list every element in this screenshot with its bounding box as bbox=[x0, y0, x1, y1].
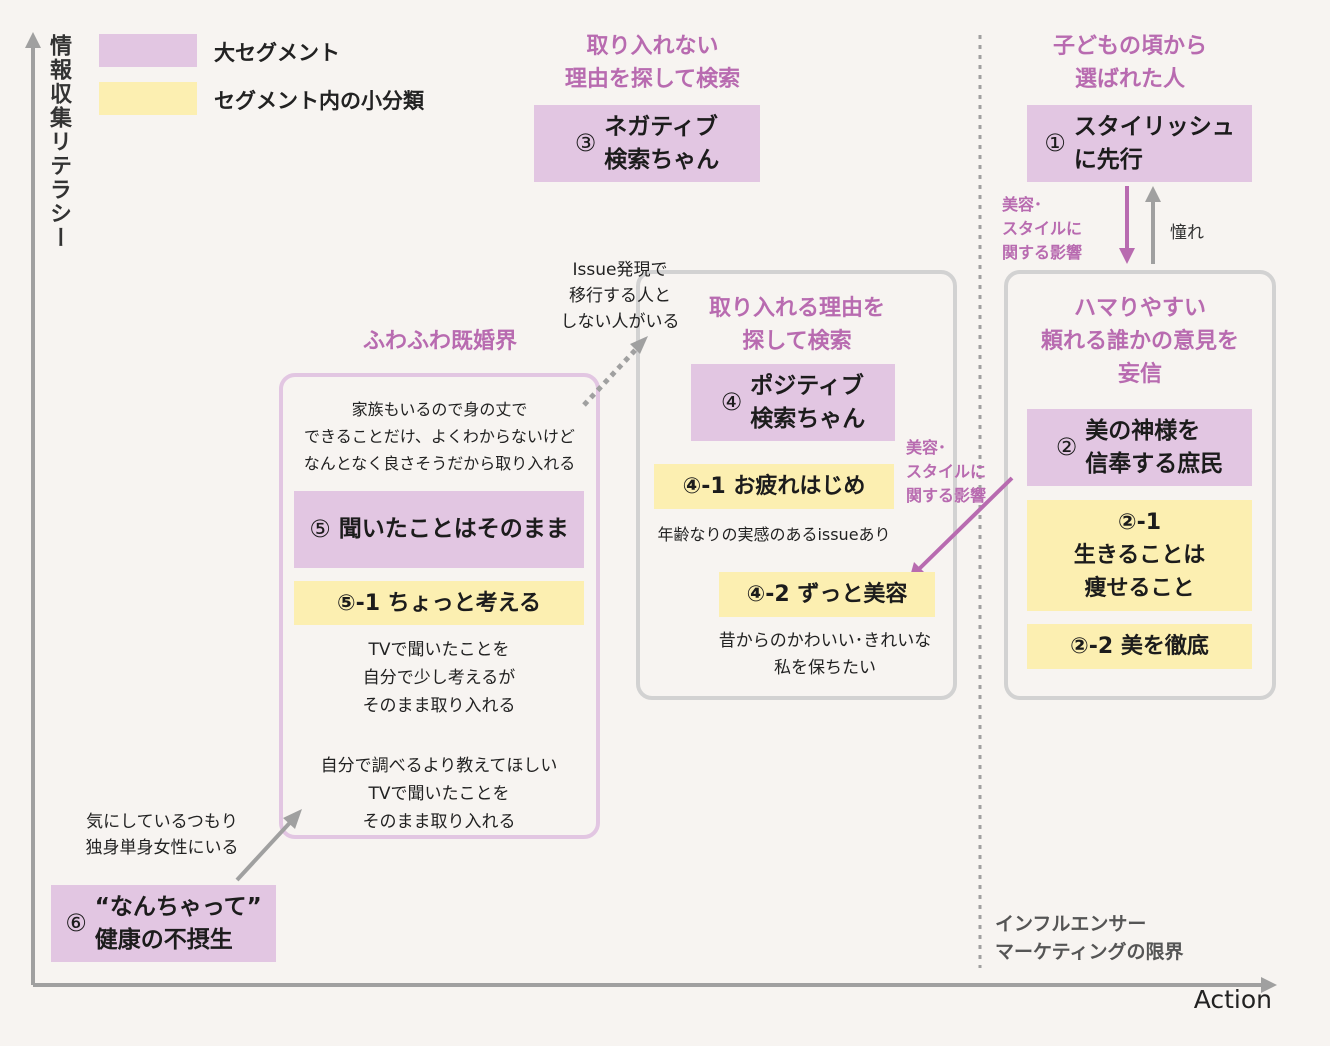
segment-2-1-box: ②-1 生きることは 痩せること bbox=[1027, 500, 1252, 611]
segment-3-box: ③ ネガティブ 検索ちゃん bbox=[534, 105, 760, 182]
segment-4-box: ④ ポジティブ 検索ちゃん bbox=[691, 364, 895, 441]
segment-1-number: ① bbox=[1044, 129, 1066, 157]
arrow-s1-down-head bbox=[1119, 248, 1135, 264]
akogare-label: 憧れ bbox=[1170, 223, 1204, 243]
hamari-header: ハマりやすい 頼れる誰かの意見を 妄信 bbox=[1040, 296, 1239, 387]
segment-6-number: ⑥ bbox=[65, 909, 87, 937]
segment-2-box: ② 美の神様を 信奉する庶民 bbox=[1027, 409, 1252, 486]
arrow-s2-to-s4-2 bbox=[916, 476, 1014, 572]
segment-5-1-label: ⑤-1 ちょっと考える bbox=[336, 590, 542, 616]
x-axis-label: Action bbox=[1193, 985, 1272, 1014]
influencer-limit-label: インフルエンサー マーケティングの限界 bbox=[995, 913, 1184, 963]
positive-frame bbox=[636, 270, 957, 700]
fuwafuwa-frame bbox=[279, 373, 600, 839]
fuwafuwa-header: ふわふわ既婚界 bbox=[362, 329, 517, 354]
legend-swatch-minor bbox=[99, 82, 197, 115]
segment-2-2-box: ②-2 美を徹底 bbox=[1027, 624, 1252, 669]
segment-3-label: ネガティブ 検索ちゃん bbox=[604, 113, 720, 173]
segment-2-label: 美の神様を 信奉する庶民 bbox=[1085, 417, 1224, 477]
single-note: 気にしているつもり 独身単身女性にいる bbox=[85, 812, 239, 858]
y-axis-arrowhead bbox=[25, 32, 41, 48]
segment-1-label: スタイリッシュ に先行 bbox=[1073, 113, 1235, 173]
legend-label-major: 大セグメント bbox=[214, 41, 340, 65]
arrow-s5-to-s4-head bbox=[630, 336, 648, 354]
segment-2-2-label: ②-2 美を徹底 bbox=[1070, 634, 1209, 659]
segment-5-box: ⑤ 聞いたことはそのまま bbox=[294, 491, 584, 568]
y-axis-label: 情報収集リテラシー bbox=[46, 34, 71, 250]
arrow-s2-up-head bbox=[1145, 186, 1161, 202]
arrow-s5-to-s4 bbox=[582, 343, 642, 407]
influence-label-mid: 美容･ スタイルに 関する影響 bbox=[906, 438, 987, 505]
x-axis-arrowhead bbox=[1261, 977, 1277, 993]
issue-note: Issue発現で 移行する人と しない人がいる bbox=[560, 260, 680, 332]
legend-swatch-major bbox=[99, 34, 197, 67]
segment-4-1-box: ④-1 お疲れはじめ bbox=[654, 464, 894, 509]
arrow-s6-to-s5-head bbox=[283, 809, 302, 829]
arrow-s6-to-s5 bbox=[235, 813, 299, 882]
segment-2-1-label: ②-1 生きることは 痩せること bbox=[1073, 510, 1206, 601]
segment-4-2-box: ④-2 ずっと美容 bbox=[719, 572, 935, 617]
legend-label-minor: セグメント内の小分類 bbox=[214, 89, 424, 113]
kawaii-note: 昔からのかわいい･きれいな 私を保ちたい bbox=[718, 631, 932, 678]
segment-5-label: 聞いたことはそのまま bbox=[338, 516, 569, 542]
segment-5-1-box: ⑤-1 ちょっと考える bbox=[294, 581, 584, 625]
segment-2-number: ② bbox=[1055, 433, 1078, 461]
segment-4-1-label: ④-1 お疲れはじめ bbox=[682, 474, 866, 499]
age-note: 年齢なりの実感のあるissueあり bbox=[657, 525, 891, 544]
segment-4-number: ④ bbox=[720, 388, 743, 416]
segment-1-box: ① スタイリッシュ に先行 bbox=[1027, 105, 1252, 182]
segment-6-label: “なんちゃって” 健康の不摂生 bbox=[94, 893, 262, 953]
tv-note-2: 自分で調べるより教えてほしい TVで聞いたことを そのまま取り入れる bbox=[320, 756, 558, 832]
tv-note-1: TVで聞いたことを 自分で少し考えるが そのまま取り入れる bbox=[362, 640, 516, 716]
segment-6-box: ⑥ “なんちゃって” 健康の不摂生 bbox=[51, 885, 276, 962]
segment-4-label: ポジティブ 検索ちゃん bbox=[750, 372, 866, 432]
segment-5-number: ⑤ bbox=[309, 515, 331, 543]
segment-3-number: ③ bbox=[574, 129, 597, 157]
negative-header: 取り入れない 理由を探して検索 bbox=[564, 34, 741, 92]
childhood-header: 子どもの頃から 選ばれた人 bbox=[1052, 34, 1207, 92]
segment-4-2-label: ④-2 ずっと美容 bbox=[746, 582, 908, 607]
family-note: 家族もいるので身の丈で できることだけ、よくわからないけど なんとなく良さそうだ… bbox=[303, 400, 576, 473]
influence-label-top: 美容･ スタイルに 関する影響 bbox=[1002, 195, 1083, 262]
positive-header: 取り入れる理由を 探して検索 bbox=[708, 296, 885, 354]
